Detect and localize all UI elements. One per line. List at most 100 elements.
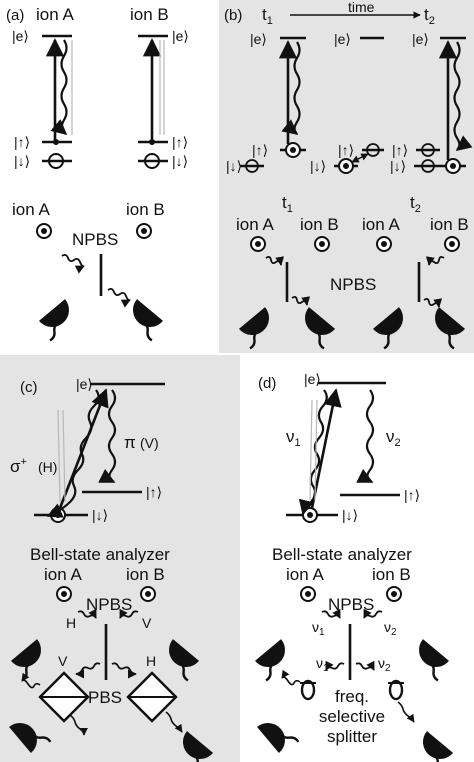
d-detector-4 xyxy=(411,729,458,762)
d-nu2-label: ν2 xyxy=(386,427,401,449)
d-filter-left xyxy=(300,679,316,701)
ion-b-ket-down: |↓⟩ xyxy=(172,153,188,169)
d-detector-1 xyxy=(250,637,297,682)
panel-a-tag: (a) xyxy=(6,7,24,24)
panel-b-t1: t1 xyxy=(262,5,273,27)
c-ion-a-marker xyxy=(56,586,72,602)
c-ket-up: |↑⟩ xyxy=(146,484,162,500)
c-pbs-label: PBS xyxy=(88,688,122,707)
b-col3-empty-up xyxy=(421,143,435,157)
panel-b-tag: (b) xyxy=(224,7,242,24)
c-pbs-left xyxy=(38,671,90,723)
b-photon-1 xyxy=(265,255,285,266)
panel-b-t2: t2 xyxy=(424,5,435,27)
b-npbs-label: NPBS xyxy=(330,275,376,294)
panel-a-ion-a-label: ion A xyxy=(36,5,74,24)
d-ion-a-marker xyxy=(300,586,316,602)
c-pi-label: π xyxy=(124,433,136,452)
d-splitter-line-1: freq. xyxy=(335,687,369,706)
panel-d-tag: (d) xyxy=(258,375,276,392)
panel-c-tag: (c) xyxy=(20,379,38,396)
panel-b: (b) t1 time t2 |e⟩ |↑⟩ |↓⟩ |e⟩ |↑⟩ |↓⟩ |… xyxy=(224,0,473,350)
panel-c: (c) |e⟩ |↑⟩ |↓⟩ σ+ (H) π (V) Bell-state … xyxy=(6,376,218,762)
d-ion-a-label: ion A xyxy=(286,565,324,584)
c-photon-a xyxy=(77,608,97,619)
b-lower-ion-b-2: ion B xyxy=(430,215,469,234)
d-filter-right xyxy=(388,679,404,701)
d-photon-a xyxy=(321,608,341,619)
panel-a-npbs-label: NPBS xyxy=(72,230,118,249)
c-sigma-emission xyxy=(46,389,100,518)
d-ion-b-label: ion B xyxy=(372,565,411,584)
d-photon-ll xyxy=(281,669,301,686)
d-nu2-out: ν2 xyxy=(378,655,391,674)
d-ion-b-marker xyxy=(386,586,402,602)
c-faint-2 xyxy=(62,409,66,503)
c-faint-1 xyxy=(57,409,61,503)
ion-b-ket-up: |↑⟩ xyxy=(172,134,188,150)
b-col1-empty xyxy=(245,159,259,173)
b-lower-ion-a-2-marker xyxy=(376,236,392,252)
c-h-label-2: H xyxy=(146,653,156,669)
d-nu1-out: ν1 xyxy=(316,655,329,674)
b-col2-transfer-arrow xyxy=(351,153,369,163)
d-ket-up: |↑⟩ xyxy=(404,487,420,503)
d-emission-1 xyxy=(298,389,328,516)
b-lower-ion-a-2: ion A xyxy=(362,215,400,234)
panel-a-photon-out xyxy=(107,287,131,308)
b-lower-t2: t2 xyxy=(410,193,421,215)
d-analyzer-title: Bell-state analyzer xyxy=(272,545,412,564)
c-ket-down: |↓⟩ xyxy=(92,507,108,523)
b-photon-2-out xyxy=(423,297,443,308)
d-nu1-in: ν1 xyxy=(312,619,325,638)
c-analyzer-title: Bell-state analyzer xyxy=(30,545,170,564)
c-photon-b xyxy=(119,608,139,619)
c-ket-e: |e⟩ xyxy=(76,376,93,392)
d-ket-down: |↓⟩ xyxy=(342,507,358,523)
c-excitation xyxy=(58,388,109,509)
c-h-label-1: H xyxy=(66,615,76,631)
b-photon-2 xyxy=(425,255,445,266)
c-sigma-pol: (H) xyxy=(38,459,57,475)
d-photon-left xyxy=(325,660,345,671)
ion-a-ket-up: |↑⟩ xyxy=(14,134,30,150)
ion-b-ket-e: |e⟩ xyxy=(172,28,189,44)
ion-a-emission-arrow xyxy=(50,39,68,136)
b-col2-ket-down: |↓⟩ xyxy=(310,158,326,174)
panel-a-ion-b-lower: ion B xyxy=(126,200,165,219)
c-photon-lr xyxy=(69,714,88,736)
d-detector-2 xyxy=(407,637,454,682)
b-photon-1-out xyxy=(291,295,311,306)
b-col1-ket-e: |e⟩ xyxy=(250,31,267,47)
b-lower-t1: t1 xyxy=(282,193,293,215)
d-faint-1 xyxy=(309,399,313,501)
d-splitter-line-2: selective xyxy=(319,707,385,726)
c-photon-rr xyxy=(165,711,183,733)
c-v-label-1: V xyxy=(142,615,152,631)
panel-a-detector-right xyxy=(121,297,168,342)
b-col3-ket-up: |↑⟩ xyxy=(392,142,408,158)
b-col2-ket-up: |↑⟩ xyxy=(338,142,354,158)
d-nu1-label: ν1 xyxy=(286,427,301,449)
d-emission-2 xyxy=(356,389,375,483)
b-lower-ion-a-1-marker xyxy=(250,236,266,252)
c-npbs-label: NPBS xyxy=(86,595,132,614)
d-nu2-in: ν2 xyxy=(384,619,397,638)
panel-a-ion-a-lower: ion A xyxy=(12,200,50,219)
c-photon-left xyxy=(75,662,101,679)
b-lower-ion-a-1: ion A xyxy=(236,215,274,234)
b-lower-ion-b-2-marker xyxy=(444,236,460,252)
ion-a-ket-e: |e⟩ xyxy=(12,28,29,44)
b-col2-ket-e: |e⟩ xyxy=(334,31,351,47)
panel-b-background xyxy=(219,0,474,353)
c-photon-right xyxy=(111,662,137,679)
d-photon-rr xyxy=(397,701,415,723)
ion-b-population-down xyxy=(144,153,160,169)
panel-a-photon-a xyxy=(61,253,85,274)
b-col3-ket-e: |e⟩ xyxy=(412,31,429,47)
c-photon-ll xyxy=(21,672,41,689)
panel-a-ion-b xyxy=(136,223,152,239)
b-col1-ket-up: |↑⟩ xyxy=(252,142,268,158)
b-col1-ion xyxy=(285,142,301,158)
